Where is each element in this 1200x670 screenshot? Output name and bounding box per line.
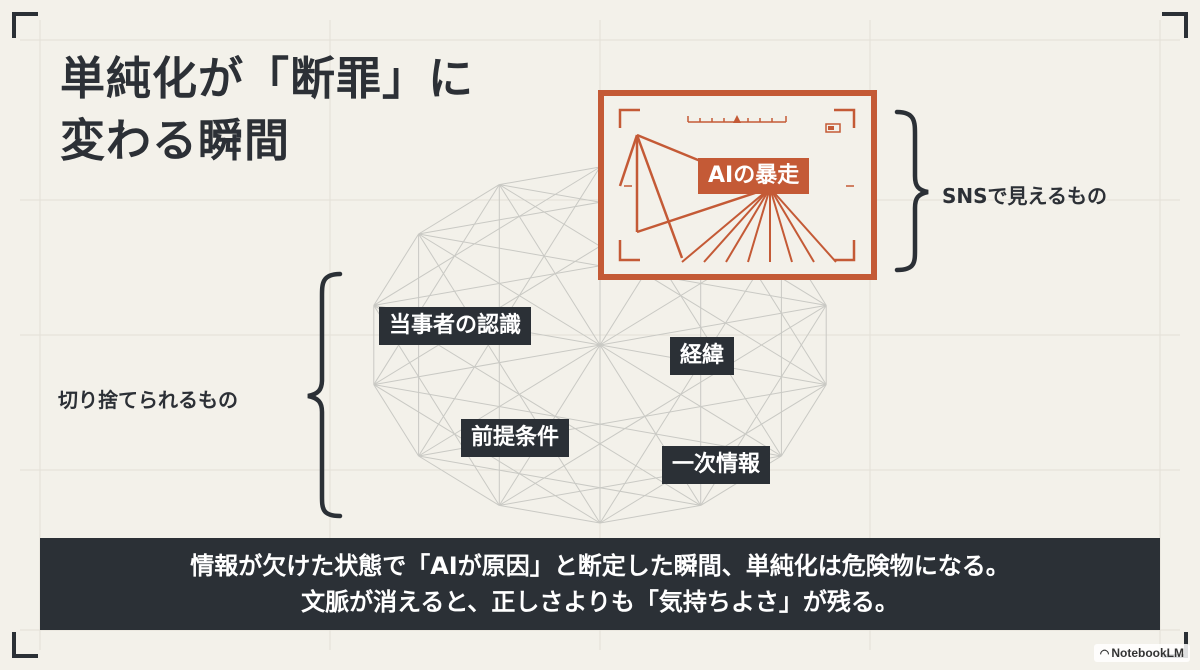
banner-line-1: 情報が欠けた状態で「AIが原因」と断定した瞬間、単純化は危険物になる。 xyxy=(190,552,1010,580)
notebooklm-logo-icon: ◠ xyxy=(1099,648,1110,660)
sns-visible-label: SNSで見えるもの xyxy=(942,184,1107,208)
watermark-text: NotebookLM xyxy=(1111,646,1184,660)
page-title: 単純化が「断罪」に 変わる瞬間 xyxy=(60,48,474,172)
brace-left xyxy=(307,271,343,519)
discarded-label: 切り捨てられるもの xyxy=(58,388,238,412)
ai-rampage-label: AIの暴走 xyxy=(698,158,810,194)
discarded-item-primary-info: 一次情報 xyxy=(662,446,771,484)
discarded-item-recognition: 当事者の認識 xyxy=(379,307,532,345)
conclusion-banner: 情報が欠けた状態で「AIが原因」と断定した瞬間、単純化は危険物になる。 文脈が消… xyxy=(40,538,1160,630)
brace-right xyxy=(894,109,929,273)
banner-line-2: 文脈が消えると、正しさよりも「気持ちよさ」が残る。 xyxy=(301,588,899,616)
discarded-item-background: 経緯 xyxy=(670,337,735,375)
battery-icon xyxy=(825,123,841,133)
discarded-item-premises: 前提条件 xyxy=(461,419,570,457)
title-line-2: 変わる瞬間 xyxy=(60,114,291,167)
notebooklm-watermark: ◠NotebookLM xyxy=(1093,644,1190,662)
title-line-1: 単純化が「断罪」に xyxy=(60,52,475,105)
